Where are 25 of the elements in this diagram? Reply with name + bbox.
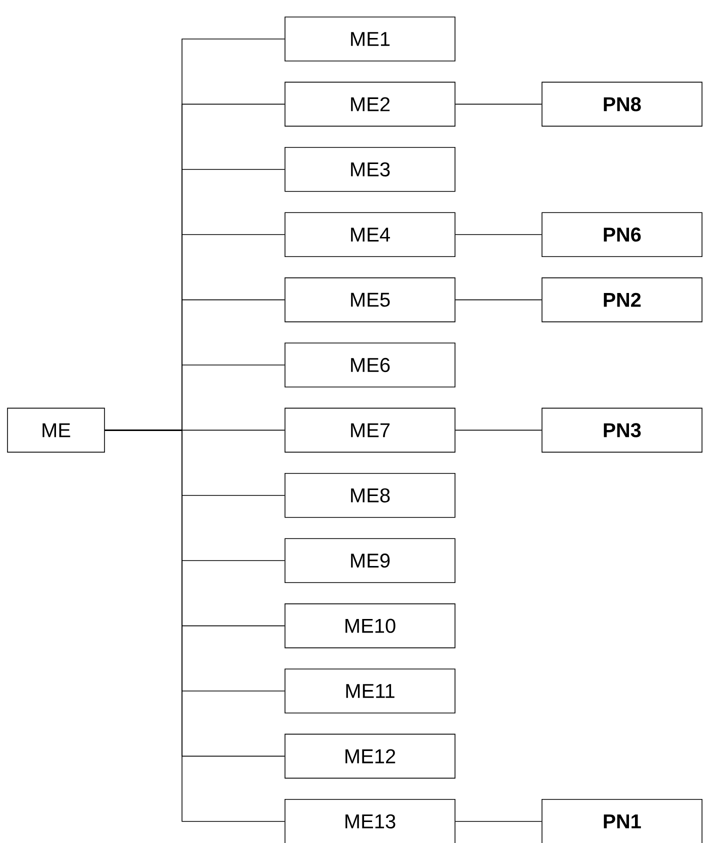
connector-line bbox=[104, 430, 285, 822]
connector-line bbox=[455, 430, 542, 431]
box: PN8 bbox=[542, 82, 702, 127]
box: ME13 bbox=[284, 799, 456, 843]
box: PN1 bbox=[542, 799, 702, 843]
box: ME6 bbox=[284, 342, 456, 388]
box: ME5 bbox=[284, 277, 456, 322]
connector-line bbox=[455, 104, 542, 105]
box: ME10 bbox=[284, 603, 456, 648]
box: ME11 bbox=[284, 668, 456, 714]
box: PN2 bbox=[542, 277, 702, 322]
connector-line bbox=[455, 299, 542, 300]
box: ME8 bbox=[284, 473, 456, 518]
box: ME12 bbox=[284, 734, 456, 779]
connector-line bbox=[455, 821, 542, 822]
connector-line bbox=[455, 234, 542, 235]
box: ME2 bbox=[284, 82, 456, 127]
box: ME3 bbox=[284, 147, 456, 192]
box: PN6 bbox=[542, 212, 702, 257]
box: ME bbox=[7, 408, 105, 453]
box: ME4 bbox=[284, 212, 456, 257]
box: ME7 bbox=[284, 408, 456, 453]
box: ME9 bbox=[284, 538, 456, 583]
box: PN3 bbox=[542, 408, 702, 453]
box: ME1 bbox=[284, 16, 456, 62]
